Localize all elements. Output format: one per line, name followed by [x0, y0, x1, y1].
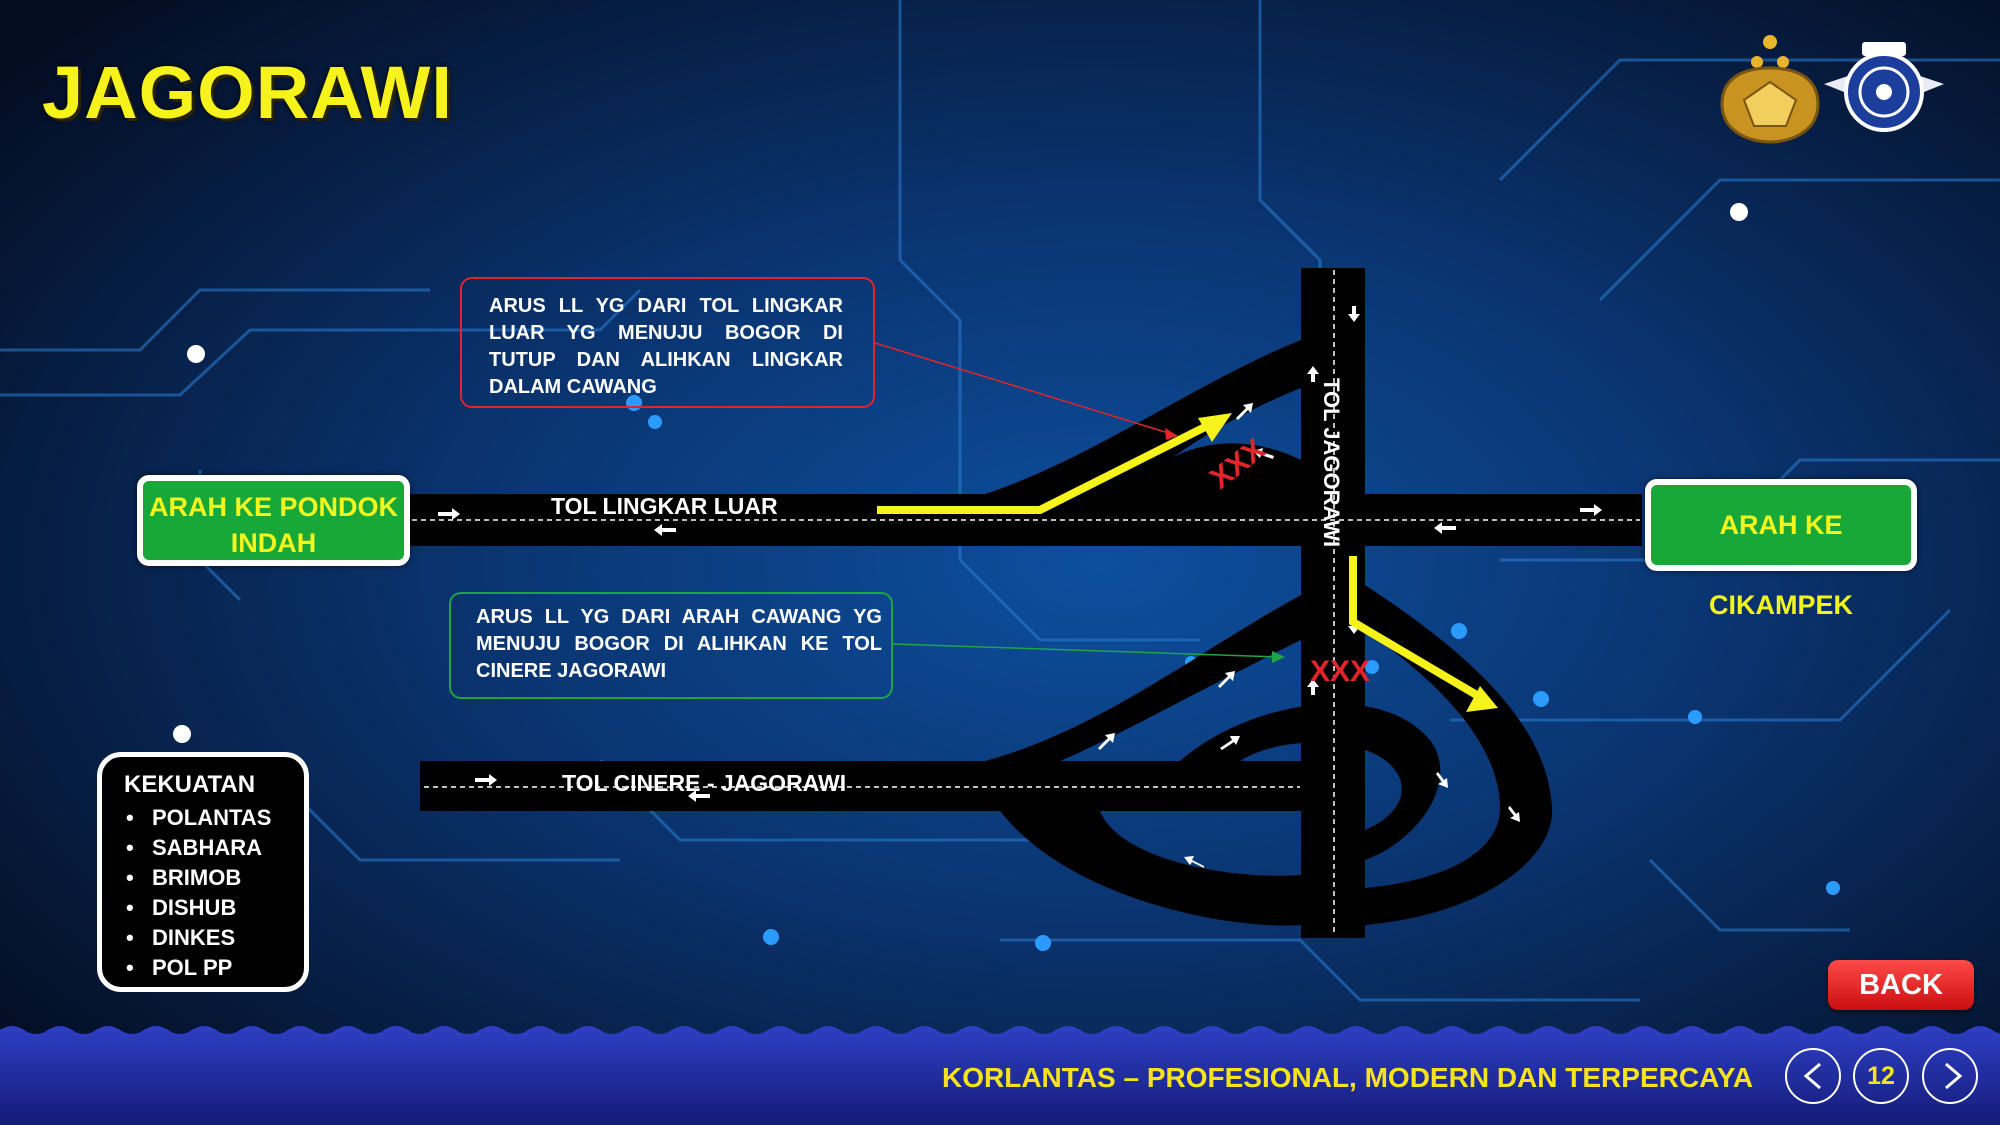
police-emblem-icon [1720, 35, 1820, 144]
ramp-upper-left [985, 340, 1301, 494]
page-number: 12 [1867, 1062, 1895, 1090]
callout-green-pointer [892, 643, 1281, 658]
kekuatan-list: POLANTAS SABHARA BRIMOB DISHUB DINKES PO… [124, 803, 304, 983]
list-item: SABHARA [124, 833, 304, 863]
sign-arah-cikampek: ARAH KE CIKAMPEK [1645, 479, 1917, 620]
page-number-badge[interactable]: 12 [1853, 1048, 1909, 1104]
label-tol-jagorawi: TOL JAGORAWI [1319, 378, 1344, 548]
callout-red: ARUS LL YG DARI TOL LINGKAR LUAR YG MENU… [460, 277, 875, 408]
kekuatan-title: KEKUATAN [124, 771, 256, 798]
list-item: POLANTAS [124, 803, 304, 833]
next-page-button[interactable] [1922, 1048, 1978, 1104]
diverted-route-lower [1349, 556, 1483, 701]
callout-green: ARUS LL YG DARI ARAH CAWANG YG MENUJU BO… [449, 592, 893, 699]
label-tol-lingkar-luar: TOL LINGKAR LUAR [551, 493, 778, 519]
road-tol-cinere [420, 761, 1320, 811]
ramp-inner-loop [1180, 703, 1441, 860]
page-title: JAGORAWI [42, 51, 453, 134]
list-item: DISHUB [124, 893, 304, 923]
prev-page-button[interactable] [1785, 1048, 1841, 1104]
closure-mark-lower: XXX [1310, 655, 1370, 688]
diverted-route-upper [877, 418, 1217, 514]
list-item: DINKES [124, 923, 304, 953]
sign-arah-pondok-indah: ARAH KE PONDOK INDAH [137, 475, 410, 566]
callout-red-pointer [874, 342, 1176, 436]
list-item: BRIMOB [124, 863, 304, 893]
list-item: POL PP [124, 953, 304, 983]
ramp-loop-inner [1030, 811, 1301, 906]
direction-arrows [438, 306, 1602, 868]
footer-tagline: KORLANTAS – PROFESIONAL, MODERN DAN TERP… [942, 1062, 1754, 1093]
kekuatan-panel: KEKUATAN POLANTAS SABHARA BRIMOB DISHUB … [97, 752, 309, 992]
back-button[interactable]: BACK [1828, 960, 1974, 1010]
label-tol-cinere: TOL CINERE - JAGORAWI [562, 770, 847, 796]
korlantas-emblem-icon [1824, 42, 1944, 132]
